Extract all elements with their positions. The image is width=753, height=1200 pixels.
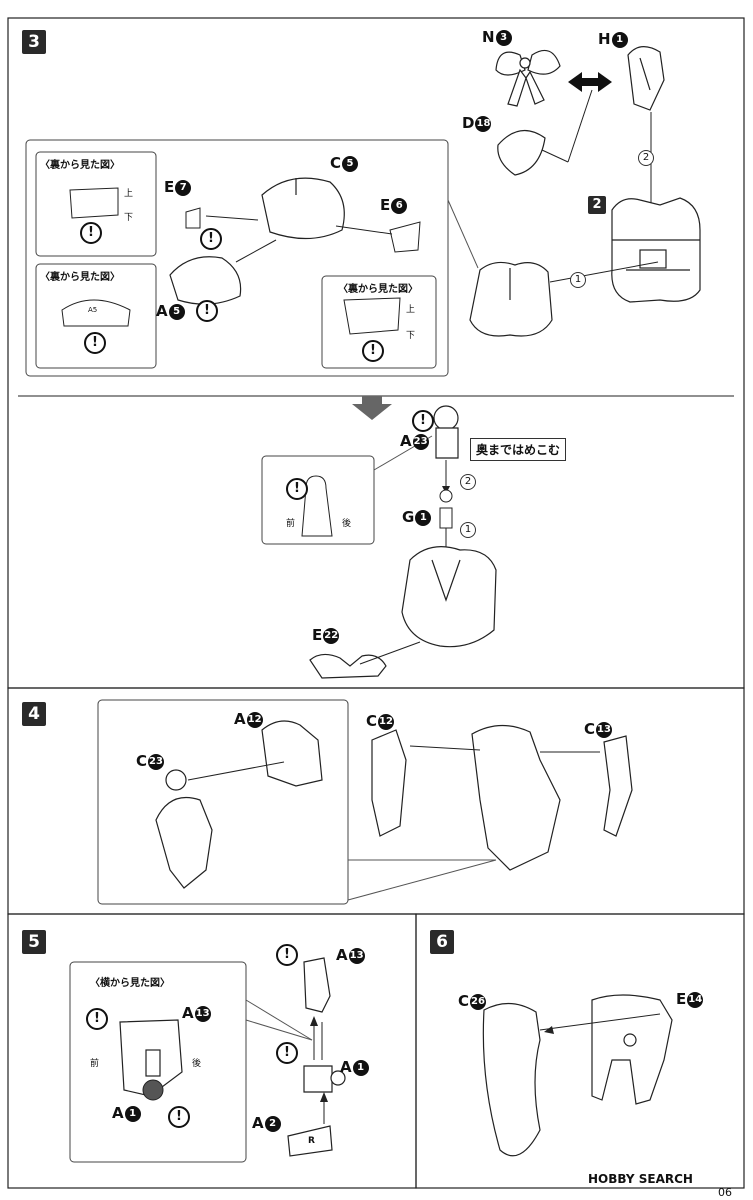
bust-part [469,261,553,337]
bow-part [495,49,561,107]
side-view-caption: 〈横から見た図〉 [90,978,170,989]
caution-icon: ! [86,1008,108,1030]
caution-icon: ! [362,340,384,362]
order-2-marker: 2 [638,150,654,166]
thigh-part-a [155,769,213,889]
pendant-part [497,129,546,176]
caution-icon: ! [200,228,222,250]
front-label: 前 [286,519,296,529]
swap-arrow-icon [568,72,612,92]
knee-block [119,1019,183,1097]
knee-hinge [303,1065,346,1093]
watermark-brand: HOBBY SEARCH [588,1172,693,1186]
thigh-assembly [471,724,561,871]
shin-frame [591,994,673,1105]
r-joint [287,1125,333,1157]
back-label-s5: 後 [192,1059,202,1069]
caution-icon: ! [412,410,434,432]
caution-icon: ! [168,1106,190,1128]
step-reference-2: 2 [588,196,606,214]
front-label-s5: 前 [90,1059,100,1069]
torso-with-bow [401,546,497,648]
order-1-marker: 1 [570,272,586,288]
caution-icon: ! [276,1042,298,1064]
down-label: 下 [124,213,134,223]
r-mark: R [308,1136,315,1146]
order-1-marker-b: 1 [460,522,476,538]
step-number-4: 4 [22,702,46,726]
step-number-3: 3 [22,30,46,54]
page-number: 06 [718,1186,732,1199]
thigh-part-b [371,729,407,837]
back-label: 後 [342,519,352,529]
down-label-2: 下 [406,331,416,341]
head-peg [433,405,459,459]
caution-icon: ! [286,478,308,500]
caution-icon: ! [196,300,218,322]
clip-part [185,207,201,229]
skirt-part [169,256,242,305]
up-label-2: 上 [406,305,416,315]
up-label: 上 [124,189,134,199]
shin-part [482,1002,541,1157]
step-number-6: 6 [430,930,454,954]
back-view-caption-1: 〈裏から見た図〉 [40,160,120,171]
knee-joint [142,1079,164,1101]
caution-icon: ! [84,332,106,354]
torso-assembly [611,197,701,303]
thigh-part-c [603,735,633,837]
back-view-caption-2: 〈裏から見た図〉 [40,272,120,283]
knee-cap [303,957,331,1013]
order-2-marker-b: 2 [460,474,476,490]
collar-part [627,46,665,111]
waist-part [309,653,387,679]
a5-stamp: A5 [88,306,98,314]
caution-icon: ! [80,222,102,244]
shoulder-cap-part [261,177,345,240]
flow-arrow-icon [352,396,392,420]
back-view-caption-3: 〈裏から見た図〉 [338,284,418,295]
leg-joint-part [261,720,323,787]
plate-part [389,221,421,253]
step-number-5: 5 [22,930,46,954]
caution-icon: ! [276,944,298,966]
press-fit-note: 奥まではめこむ [470,438,567,461]
